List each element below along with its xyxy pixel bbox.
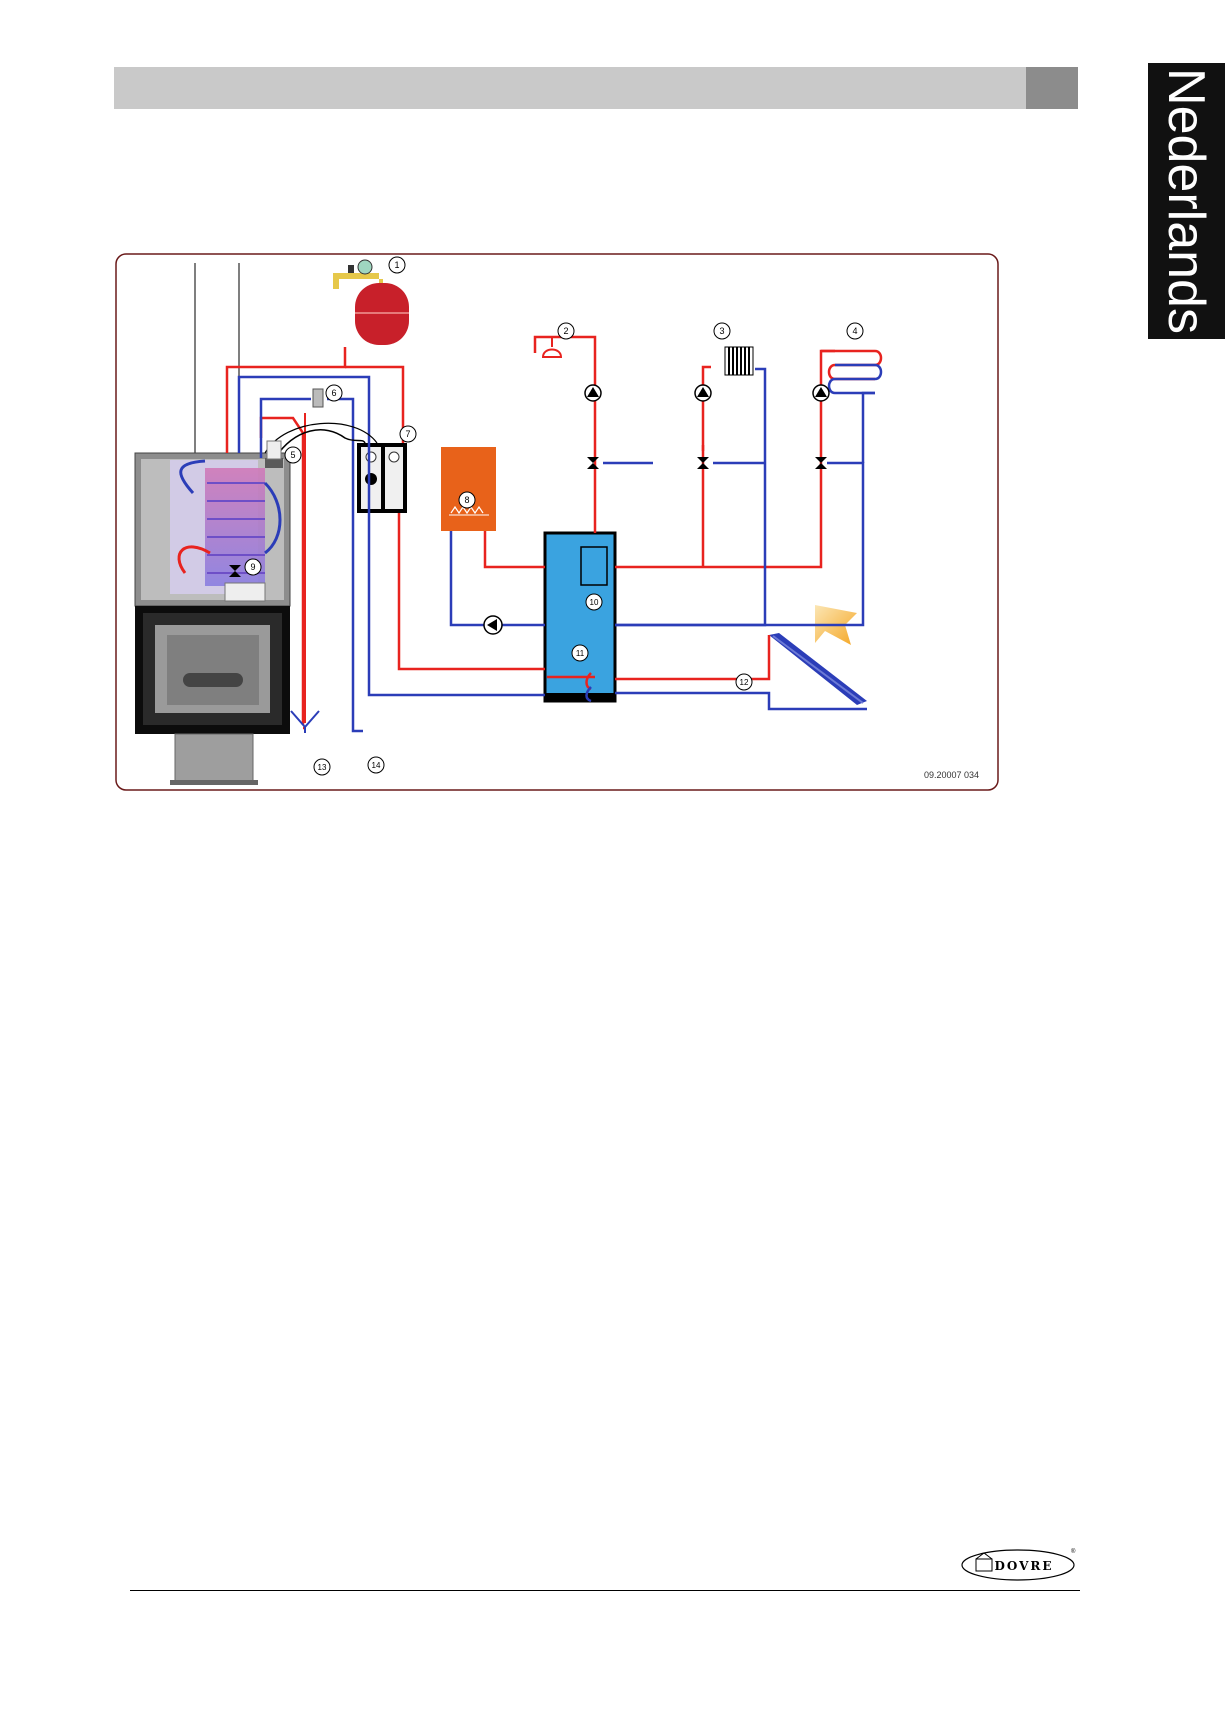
svg-text:3: 3 xyxy=(719,326,724,336)
svg-text:2: 2 xyxy=(563,326,568,336)
callout-3: 3 xyxy=(714,323,730,339)
header-bar xyxy=(114,67,1026,109)
backup-boiler xyxy=(441,447,496,531)
language-tab-label: Nederlands xyxy=(1156,68,1216,334)
callout-8: 8 xyxy=(459,492,475,508)
svg-text:11: 11 xyxy=(576,649,585,658)
callout-12: 12 xyxy=(736,674,752,690)
svg-text:12: 12 xyxy=(740,678,749,687)
callout-10: 10 xyxy=(586,594,602,610)
dovre-logo: DOVRE ® xyxy=(958,1545,1080,1583)
heating-system-diagram: 1 2 3 4 5 6 7 8 9 10 11 12 13 14 09.2000… xyxy=(115,253,999,791)
svg-text:8: 8 xyxy=(464,495,469,505)
callout-13: 13 xyxy=(314,759,330,775)
svg-text:13: 13 xyxy=(318,763,327,772)
control-unit xyxy=(357,443,407,513)
callout-2: 2 xyxy=(558,323,574,339)
callout-11: 11 xyxy=(572,645,588,661)
svg-text:6: 6 xyxy=(331,388,336,398)
callout-6: 6 xyxy=(326,385,342,401)
callout-7: 7 xyxy=(400,426,416,442)
footer-rule xyxy=(130,1590,1080,1591)
svg-text:9: 9 xyxy=(250,562,255,572)
callout-5: 5 xyxy=(285,447,301,463)
registered-mark: ® xyxy=(1071,1548,1076,1555)
callout-4: 4 xyxy=(847,323,863,339)
svg-text:10: 10 xyxy=(590,598,599,607)
svg-text:14: 14 xyxy=(372,761,381,770)
svg-text:7: 7 xyxy=(405,429,410,439)
radiator-icon xyxy=(725,347,753,375)
logo-text: DOVRE xyxy=(994,1559,1053,1573)
svg-text:4: 4 xyxy=(852,326,857,336)
svg-text:1: 1 xyxy=(394,260,399,270)
callout-1: 1 xyxy=(389,257,405,273)
stove-pedestal xyxy=(175,734,253,782)
callout-9: 9 xyxy=(245,559,261,575)
svg-text:5: 5 xyxy=(290,450,295,460)
header-square xyxy=(1026,67,1078,109)
reference-code: 09.20007 034 xyxy=(924,770,979,780)
callout-14: 14 xyxy=(368,757,384,773)
